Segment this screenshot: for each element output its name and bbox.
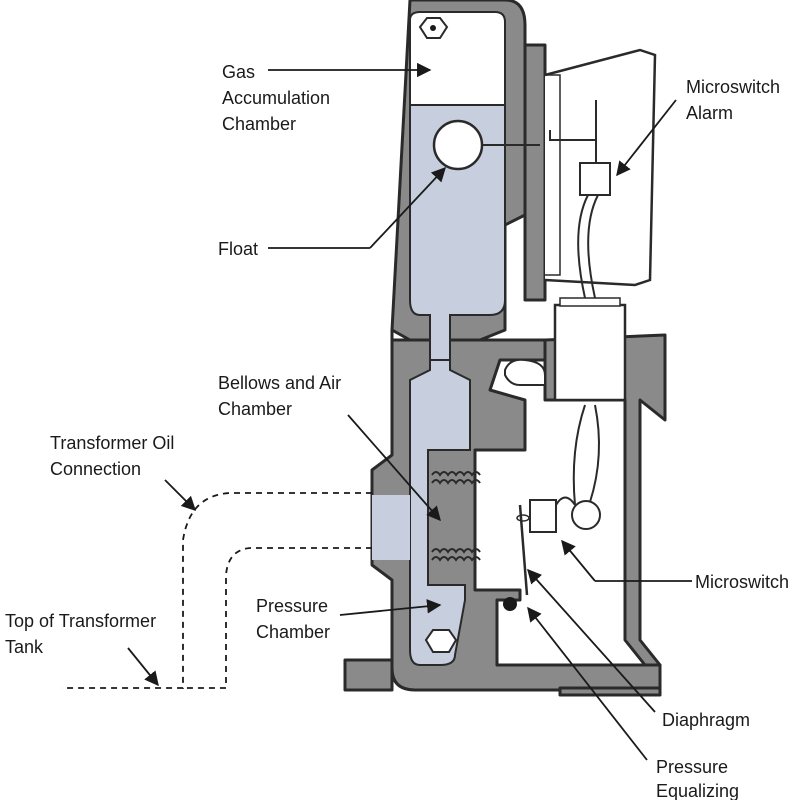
oil-upper-chamber bbox=[409, 11, 506, 361]
label-microswitch: Microswitch bbox=[695, 572, 789, 592]
label-microswitch-alarm: Microswitch Alarm bbox=[686, 77, 785, 123]
bottom-plug-icon bbox=[424, 629, 458, 653]
label-float: Float bbox=[218, 239, 258, 259]
top-plug-icon bbox=[418, 17, 449, 39]
microswitch-icon bbox=[516, 404, 601, 533]
label-pressure-equalizing: Pressure Equalizing bbox=[656, 757, 739, 800]
oil-pipe-dashed bbox=[62, 492, 372, 689]
label-top-of-transformer-tank: Top of Transformer Tank bbox=[5, 611, 161, 657]
leader-lines bbox=[127, 62, 692, 761]
bellows-icon bbox=[431, 471, 481, 562]
float-icon bbox=[432, 119, 540, 171]
label-diaphragm: Diaphragm bbox=[662, 710, 750, 730]
diaphragm-icon bbox=[503, 504, 529, 611]
label-pressure-chamber: Pressure Chamber bbox=[256, 596, 333, 642]
switch-box bbox=[504, 297, 627, 402]
label-transformer-oil-connection: Transformer Oil Connection bbox=[50, 433, 179, 479]
oil-lower-chamber bbox=[372, 359, 471, 666]
label-gas-accumulation-chamber: Gas Accumulation Chamber bbox=[222, 62, 335, 134]
microswitch-alarm-icon bbox=[549, 100, 611, 299]
label-bellows-and-air-chamber: Bellows and Air Chamber bbox=[218, 373, 346, 419]
